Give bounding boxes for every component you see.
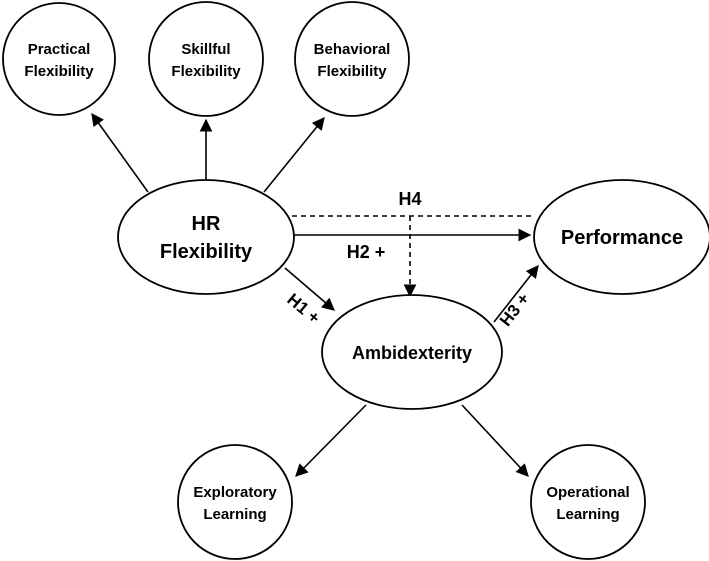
node-operational-learning: Operational Learning <box>530 444 646 560</box>
node-exploratory-learning: Exploratory Learning <box>177 444 293 560</box>
operational-line2: Learning <box>556 506 619 523</box>
edge-ambidexterity-to-exploratory <box>295 404 367 477</box>
behavioral-line2: Flexibility <box>317 63 387 80</box>
operational-line1: Operational <box>546 484 629 501</box>
hr-line2: Flexibility <box>160 241 253 263</box>
node-ambidexterity: Ambidexterity <box>321 294 503 410</box>
ambidexterity-label: Ambidexterity <box>352 343 472 363</box>
node-performance: Performance <box>533 179 709 295</box>
h2-label: H2 + <box>347 242 386 262</box>
exploratory-line1: Exploratory <box>193 484 277 501</box>
edge-hr-to-ambidexterity <box>284 267 335 311</box>
node-practical-flexibility: Practical Flexibility <box>2 2 116 116</box>
node-behavioral-flexibility: Behavioral Flexibility <box>294 1 410 117</box>
skillful-line2: Flexibility <box>171 63 241 80</box>
skillful-line1: Skillful <box>181 41 230 58</box>
edge-hr-to-practical <box>91 112 149 193</box>
h3-label: H3 + <box>496 289 533 329</box>
practical-line2: Flexibility <box>24 63 94 80</box>
node-skillful-flexibility: Skillful Flexibility <box>148 1 264 117</box>
h4-label: H4 <box>398 189 421 209</box>
edge-hr-to-behavioral <box>263 117 325 193</box>
behavioral-line1: Behavioral <box>314 41 391 58</box>
practical-line1: Practical <box>28 41 91 58</box>
edge-ambidexterity-to-operational <box>461 404 529 477</box>
exploratory-line2: Learning <box>203 506 266 523</box>
edge-ambidexterity-to-performance <box>493 264 539 323</box>
hr-line1: HR <box>192 213 221 235</box>
node-hr-flexibility: HR Flexibility <box>117 179 295 295</box>
performance-label: Performance <box>561 227 683 249</box>
